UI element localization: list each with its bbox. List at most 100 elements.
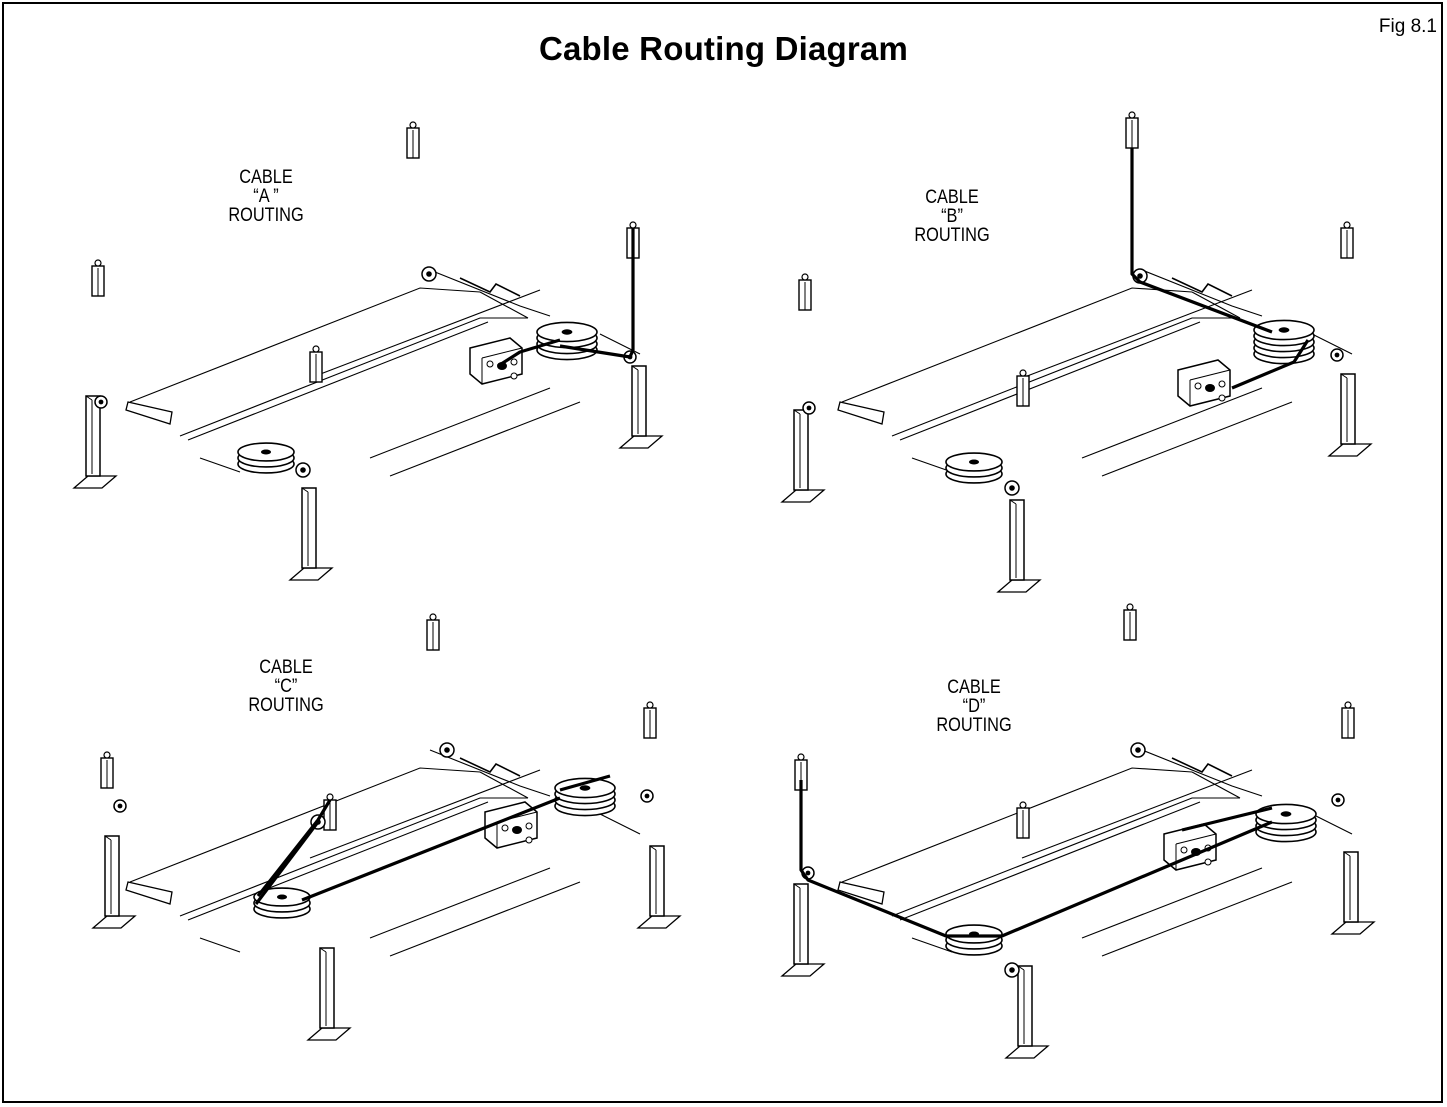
post-column bbox=[1009, 499, 1025, 581]
label-line-routing: ROUTING bbox=[228, 205, 304, 226]
runway-edge bbox=[179, 797, 528, 917]
label-line-cable: CABLE bbox=[947, 677, 1001, 698]
block-bolt bbox=[501, 824, 509, 832]
cross-beam bbox=[599, 813, 641, 835]
top-post bbox=[1125, 111, 1139, 149]
cylinder-block bbox=[1177, 359, 1231, 407]
block-body bbox=[469, 337, 523, 385]
lift-drawing bbox=[780, 111, 1373, 593]
routing-label: CABLE “A ” ROUTING bbox=[180, 168, 352, 225]
label-line-routing: ROUTING bbox=[914, 225, 990, 246]
top-post-cap bbox=[409, 121, 417, 129]
runway-edge bbox=[389, 401, 581, 477]
pulley-stack bbox=[253, 887, 311, 919]
top-post bbox=[1016, 801, 1030, 839]
panel-cable-d-routing: CABLE “D” ROUTING bbox=[712, 550, 1435, 1080]
top-post-cap bbox=[801, 273, 809, 281]
sheave bbox=[94, 395, 108, 409]
block-bolt bbox=[1180, 846, 1188, 854]
top-post-cap bbox=[1343, 221, 1351, 229]
top-post bbox=[1341, 701, 1355, 739]
lift-drawing bbox=[91, 613, 682, 1041]
pulley-stack bbox=[237, 442, 295, 474]
block-bolt bbox=[486, 360, 494, 368]
post bbox=[306, 947, 352, 1041]
cross-beam-bracket bbox=[459, 277, 521, 297]
cross-beam bbox=[1141, 749, 1263, 797]
runway-edge bbox=[841, 767, 1193, 883]
cross-beam bbox=[1311, 333, 1353, 355]
block-hole bbox=[512, 826, 522, 834]
top-post bbox=[91, 259, 105, 297]
cable-segment bbox=[1130, 148, 1273, 334]
sheave-hub bbox=[117, 803, 123, 809]
pulley-stack bbox=[945, 452, 1003, 484]
post-base bbox=[996, 579, 1042, 593]
top-post bbox=[323, 793, 337, 831]
block-bolt bbox=[510, 358, 518, 366]
runway-edge bbox=[199, 457, 241, 473]
label-line-letter: “C” bbox=[274, 676, 298, 697]
sheave bbox=[1331, 793, 1345, 807]
top-post-cap bbox=[1128, 111, 1136, 119]
top-post-cap bbox=[629, 221, 637, 229]
panel-cable-b-routing: CABLE “B” ROUTING bbox=[712, 70, 1435, 600]
post-column bbox=[1017, 965, 1033, 1047]
cable-segment bbox=[559, 774, 611, 792]
block-body bbox=[1177, 359, 1231, 407]
front-ramp bbox=[125, 401, 173, 425]
post-column bbox=[319, 947, 335, 1029]
post-base bbox=[1327, 443, 1373, 457]
runway-rail bbox=[309, 769, 541, 859]
post-base bbox=[288, 567, 334, 581]
pulley-hub bbox=[579, 785, 591, 791]
runway-edge bbox=[1191, 291, 1241, 319]
cross-beam-bracket bbox=[1171, 757, 1233, 777]
top-post-cap bbox=[1344, 701, 1352, 709]
runway-platform bbox=[837, 749, 1353, 957]
pulley-stack bbox=[1255, 803, 1317, 843]
sheave-hub bbox=[426, 271, 432, 277]
post-base bbox=[618, 435, 664, 449]
post bbox=[1327, 373, 1373, 457]
post-base bbox=[1004, 1045, 1050, 1059]
runway-edge bbox=[369, 387, 551, 459]
lift-illustration bbox=[780, 603, 1376, 1059]
block-hole bbox=[1205, 384, 1215, 392]
cross-beam bbox=[429, 269, 551, 317]
runway-edge bbox=[129, 767, 481, 883]
sheave-hub bbox=[806, 405, 812, 411]
pulley-hub bbox=[260, 449, 272, 455]
post bbox=[72, 395, 118, 489]
post-base bbox=[91, 915, 137, 929]
post-column bbox=[631, 365, 647, 437]
block-bolt bbox=[1194, 382, 1202, 390]
runway-edge bbox=[1191, 771, 1241, 799]
pulley-stack bbox=[554, 777, 616, 817]
runway-edge bbox=[911, 937, 953, 953]
sheave bbox=[1004, 480, 1020, 496]
cable-segment bbox=[256, 799, 332, 897]
post-edge bbox=[1343, 851, 1351, 857]
runway-rail bbox=[1021, 769, 1253, 859]
post-column bbox=[104, 835, 120, 917]
top-post-cap bbox=[103, 751, 111, 759]
post bbox=[996, 499, 1042, 593]
sheave bbox=[439, 742, 455, 758]
runway-edge bbox=[199, 937, 241, 953]
post-column bbox=[85, 395, 101, 477]
cross-beam bbox=[1311, 813, 1353, 835]
post-column bbox=[1340, 373, 1356, 445]
runway-edge bbox=[891, 317, 1240, 437]
post-base bbox=[1330, 921, 1376, 935]
sheave bbox=[640, 789, 654, 803]
sheave bbox=[295, 462, 311, 478]
block-bolt bbox=[1218, 394, 1226, 402]
block-bolt bbox=[525, 836, 533, 844]
label-line-letter: “B” bbox=[941, 206, 963, 227]
pulley-hub bbox=[561, 329, 573, 335]
cross-beam-bracket bbox=[459, 757, 521, 777]
label-line-routing: ROUTING bbox=[248, 695, 324, 716]
runway-edge bbox=[1081, 387, 1263, 459]
